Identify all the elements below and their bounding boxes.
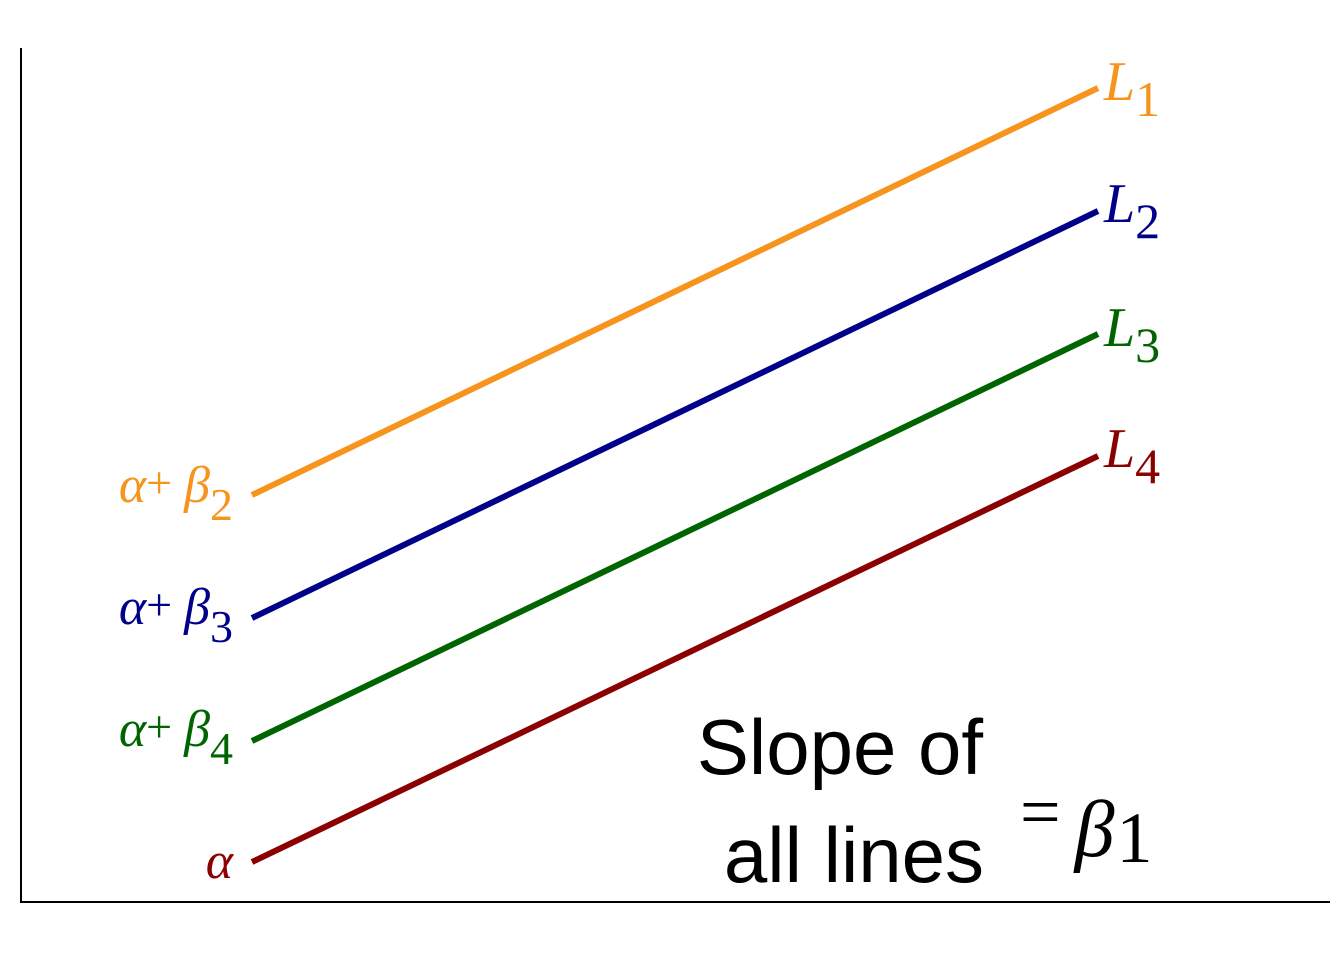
line-l3-subscript: 3 — [1135, 317, 1160, 373]
line-l4-intercept-label: α — [206, 833, 235, 890]
annotation-line-2: all lines — [724, 811, 984, 899]
intercept-subscript: 4 — [210, 723, 233, 774]
line-l1-group: L1 α+β2 — [119, 51, 1160, 530]
annotation-equals: = — [1020, 772, 1061, 852]
line-l3 — [250, 331, 1100, 744]
line-l3-letter: L — [1103, 297, 1135, 359]
line-l4-group: L4 α — [206, 418, 1160, 890]
intercept-plus: + — [146, 579, 172, 630]
intercept-beta: β — [183, 457, 210, 514]
line-l2-subscript: 2 — [1135, 193, 1160, 249]
annotation-line-1: Slope of — [697, 703, 984, 791]
line-l1-subscript: 1 — [1135, 71, 1160, 127]
line-l4 — [250, 453, 1100, 865]
line-l2-group: L2 α+β3 — [119, 173, 1160, 652]
intercept-alpha: α — [119, 701, 148, 758]
intercept-subscript: 2 — [210, 479, 233, 530]
annotation-subscript: 1 — [1116, 798, 1152, 878]
intercept-subscript: 3 — [210, 601, 233, 652]
line-l1-end-label: L1 — [1103, 51, 1160, 127]
line-l3-group: L3 α+β4 — [119, 297, 1160, 774]
intercept-beta: β — [183, 701, 210, 758]
line-l4-letter: L — [1103, 418, 1135, 480]
intercept-alpha: α — [119, 579, 148, 636]
annotation-beta: β — [1073, 786, 1115, 874]
intercept-beta: β — [183, 579, 210, 636]
intercept-alpha: α — [206, 833, 235, 890]
line-l4-end-label: L4 — [1103, 418, 1160, 494]
line-l2 — [250, 208, 1100, 621]
intercept-plus: + — [146, 457, 172, 508]
intercept-alpha: α — [119, 457, 148, 514]
intercept-plus: + — [146, 701, 172, 752]
line-l3-end-label: L3 — [1103, 297, 1160, 373]
line-l4-subscript: 4 — [1135, 438, 1160, 494]
line-l2-intercept-label: α+β3 — [119, 579, 233, 652]
line-l2-letter: L — [1103, 173, 1135, 235]
line-l2-end-label: L2 — [1103, 173, 1160, 249]
annotation-formula: =β1 — [1020, 772, 1152, 878]
line-l1 — [250, 85, 1100, 498]
line-l1-letter: L — [1103, 51, 1135, 113]
line-l3-intercept-label: α+β4 — [119, 701, 233, 774]
slope-annotation: Slope of all lines =β1 — [697, 703, 1153, 899]
line-l1-intercept-label: α+β2 — [119, 457, 233, 530]
